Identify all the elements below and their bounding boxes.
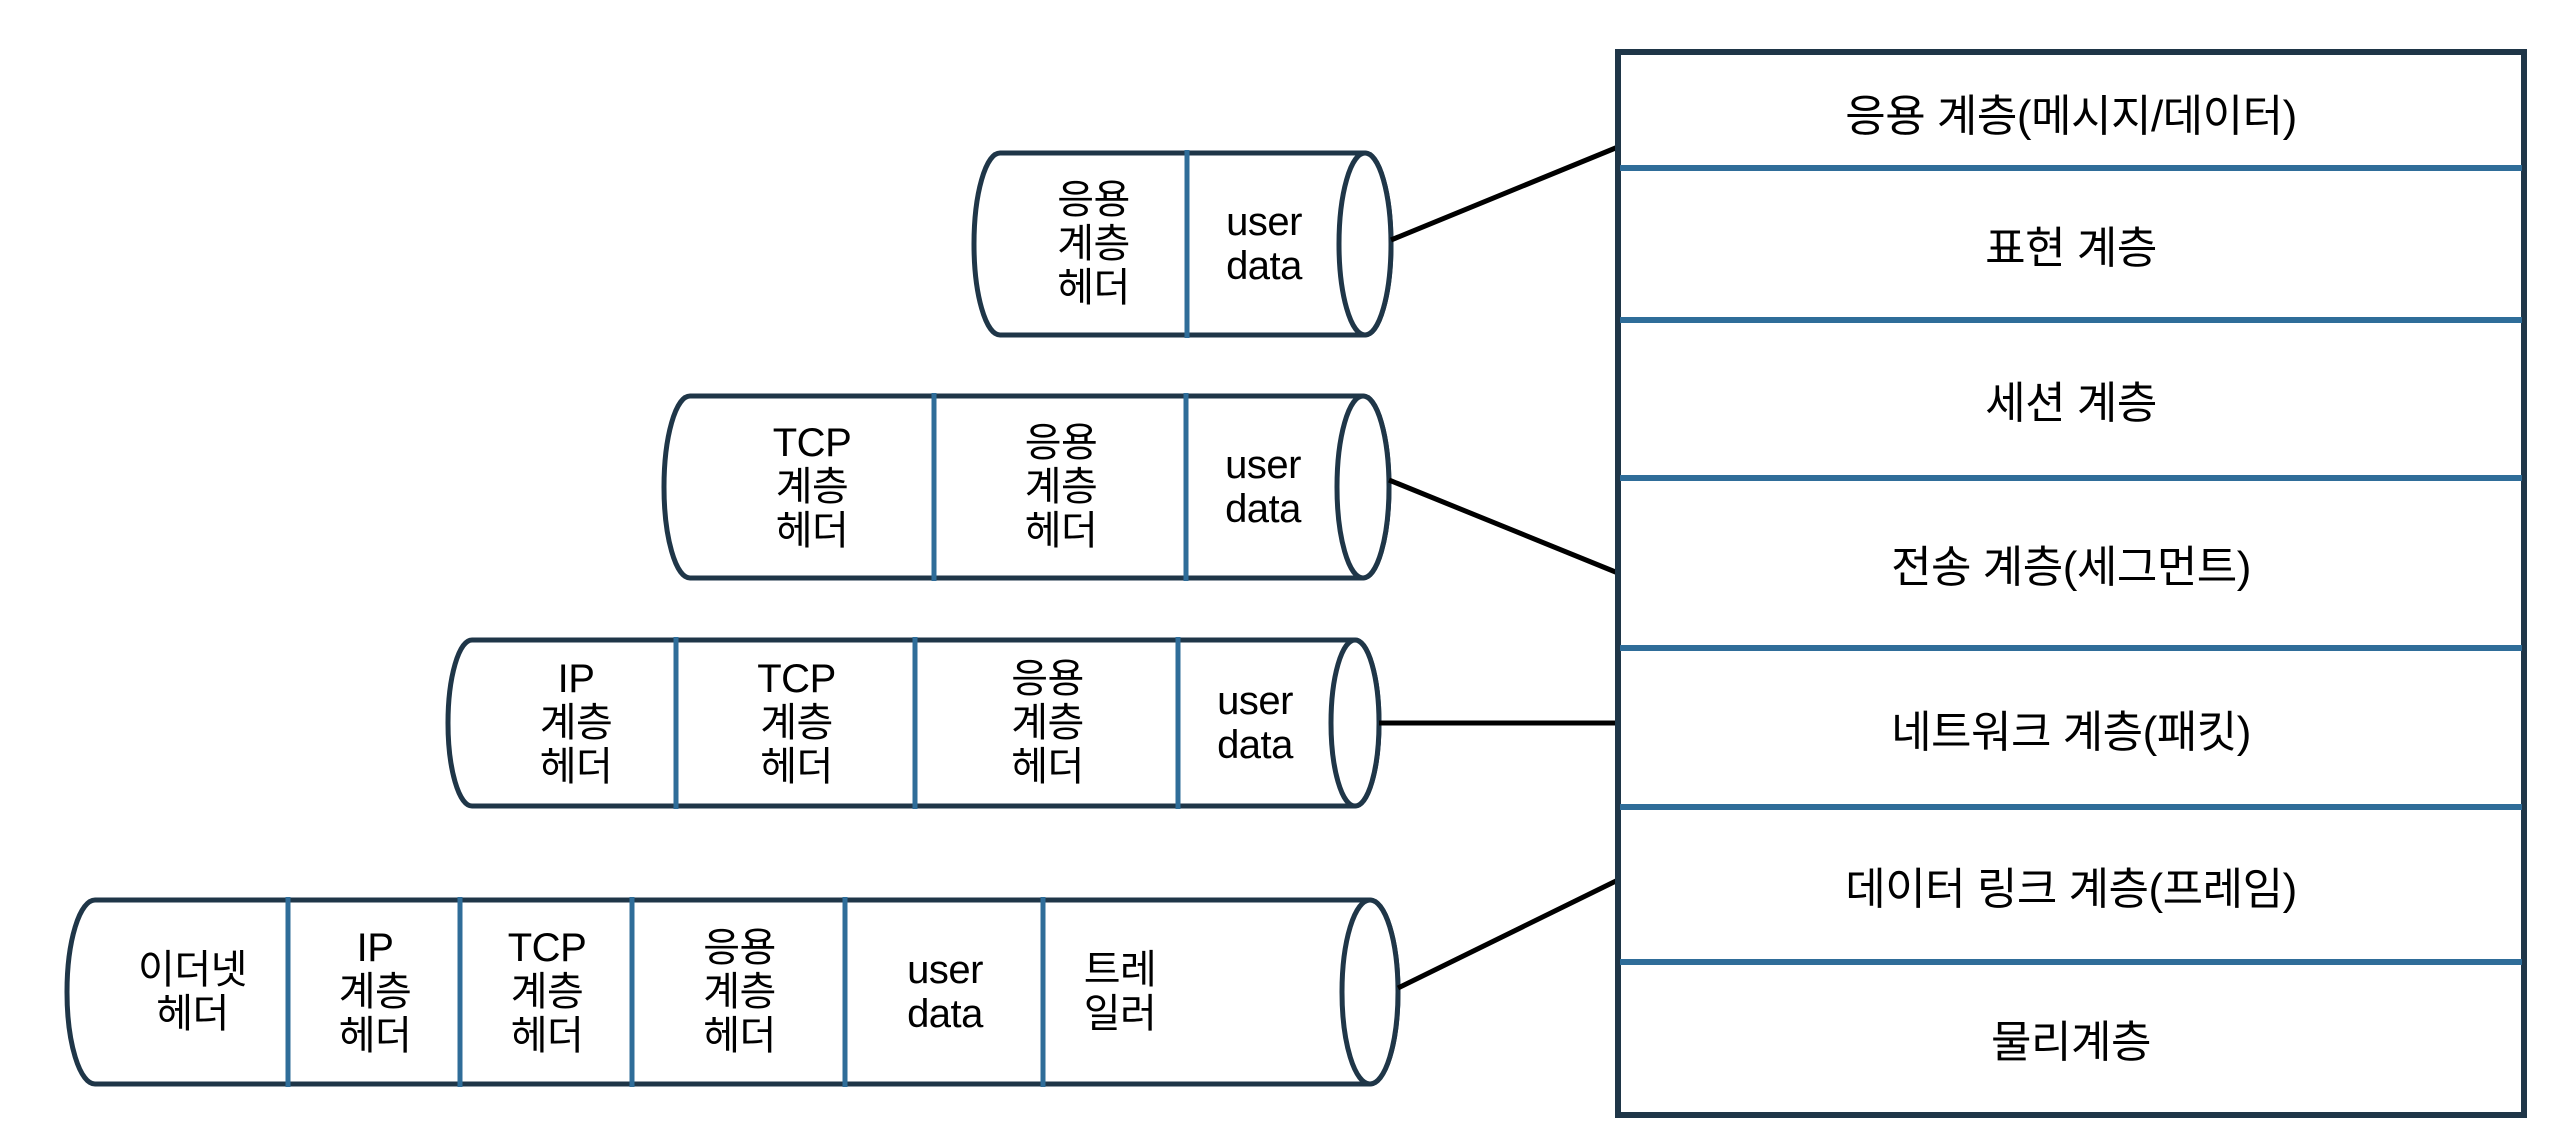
datalink-pdu-shape [64, 897, 1401, 1087]
connector-transport [1388, 477, 1619, 576]
osi-stack-frame [1615, 49, 2527, 1118]
connector-lines [1379, 144, 1620, 991]
network-pdu-shape [445, 637, 1382, 809]
connector-application [1390, 144, 1619, 243]
transport-pdu-shape [661, 393, 1392, 581]
connector-datalink [1396, 877, 1620, 991]
application-pdu-shape [971, 150, 1394, 338]
